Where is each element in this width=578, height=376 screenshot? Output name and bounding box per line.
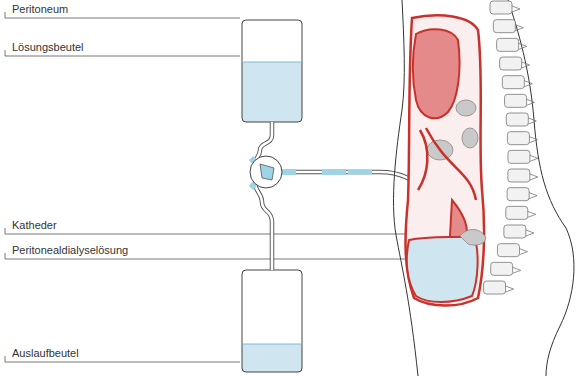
vertebra-process: [515, 25, 523, 31]
body-outline: [394, 0, 574, 376]
vertebra-process: [527, 99, 535, 105]
vertebra-process: [506, 286, 514, 292]
part-label: Peritonealdialyselösung: [12, 244, 128, 257]
vertebra: [505, 94, 527, 107]
vertebra-process: [524, 81, 532, 87]
vertebra-process: [530, 174, 538, 180]
vertebra-process: [529, 193, 537, 199]
part-label: Auslaufbeutel: [12, 347, 79, 360]
vertebra: [500, 57, 522, 70]
vertebra: [484, 281, 506, 294]
vertebra: [497, 244, 519, 257]
vertebra: [490, 1, 512, 14]
vertebra: [504, 225, 526, 238]
peritoneal-cavity: [406, 15, 486, 305]
vertebra-process: [528, 211, 536, 217]
valve: [250, 156, 282, 188]
vertebra: [508, 169, 530, 182]
part-label: Peritoneum: [12, 3, 68, 16]
vertebra: [507, 188, 529, 201]
vertebra: [507, 132, 529, 145]
vertebra-process: [519, 249, 527, 255]
leader-line: [5, 228, 455, 234]
vertebra-process: [513, 267, 521, 273]
vertebra-process: [522, 62, 530, 68]
spine: [484, 1, 538, 294]
vertebra-process: [526, 230, 534, 236]
vertebra-process: [519, 43, 527, 49]
vertebra-process: [529, 137, 537, 143]
part-label: Katheder: [12, 219, 57, 232]
vertebra: [508, 150, 530, 163]
vertebra-process: [530, 155, 538, 161]
vertebra: [506, 113, 528, 126]
vertebra: [497, 38, 519, 51]
part-label: Lösungsbeutel: [12, 41, 84, 54]
vertebra: [506, 206, 528, 219]
drain-bag: [242, 270, 302, 372]
vertebra: [491, 262, 513, 275]
vertebra: [502, 76, 524, 89]
vertebra-process: [528, 118, 536, 124]
leader-lines: [5, 12, 455, 362]
vertebra: [493, 20, 515, 33]
solution-bag: [242, 20, 302, 122]
vertebra-process: [512, 6, 520, 12]
